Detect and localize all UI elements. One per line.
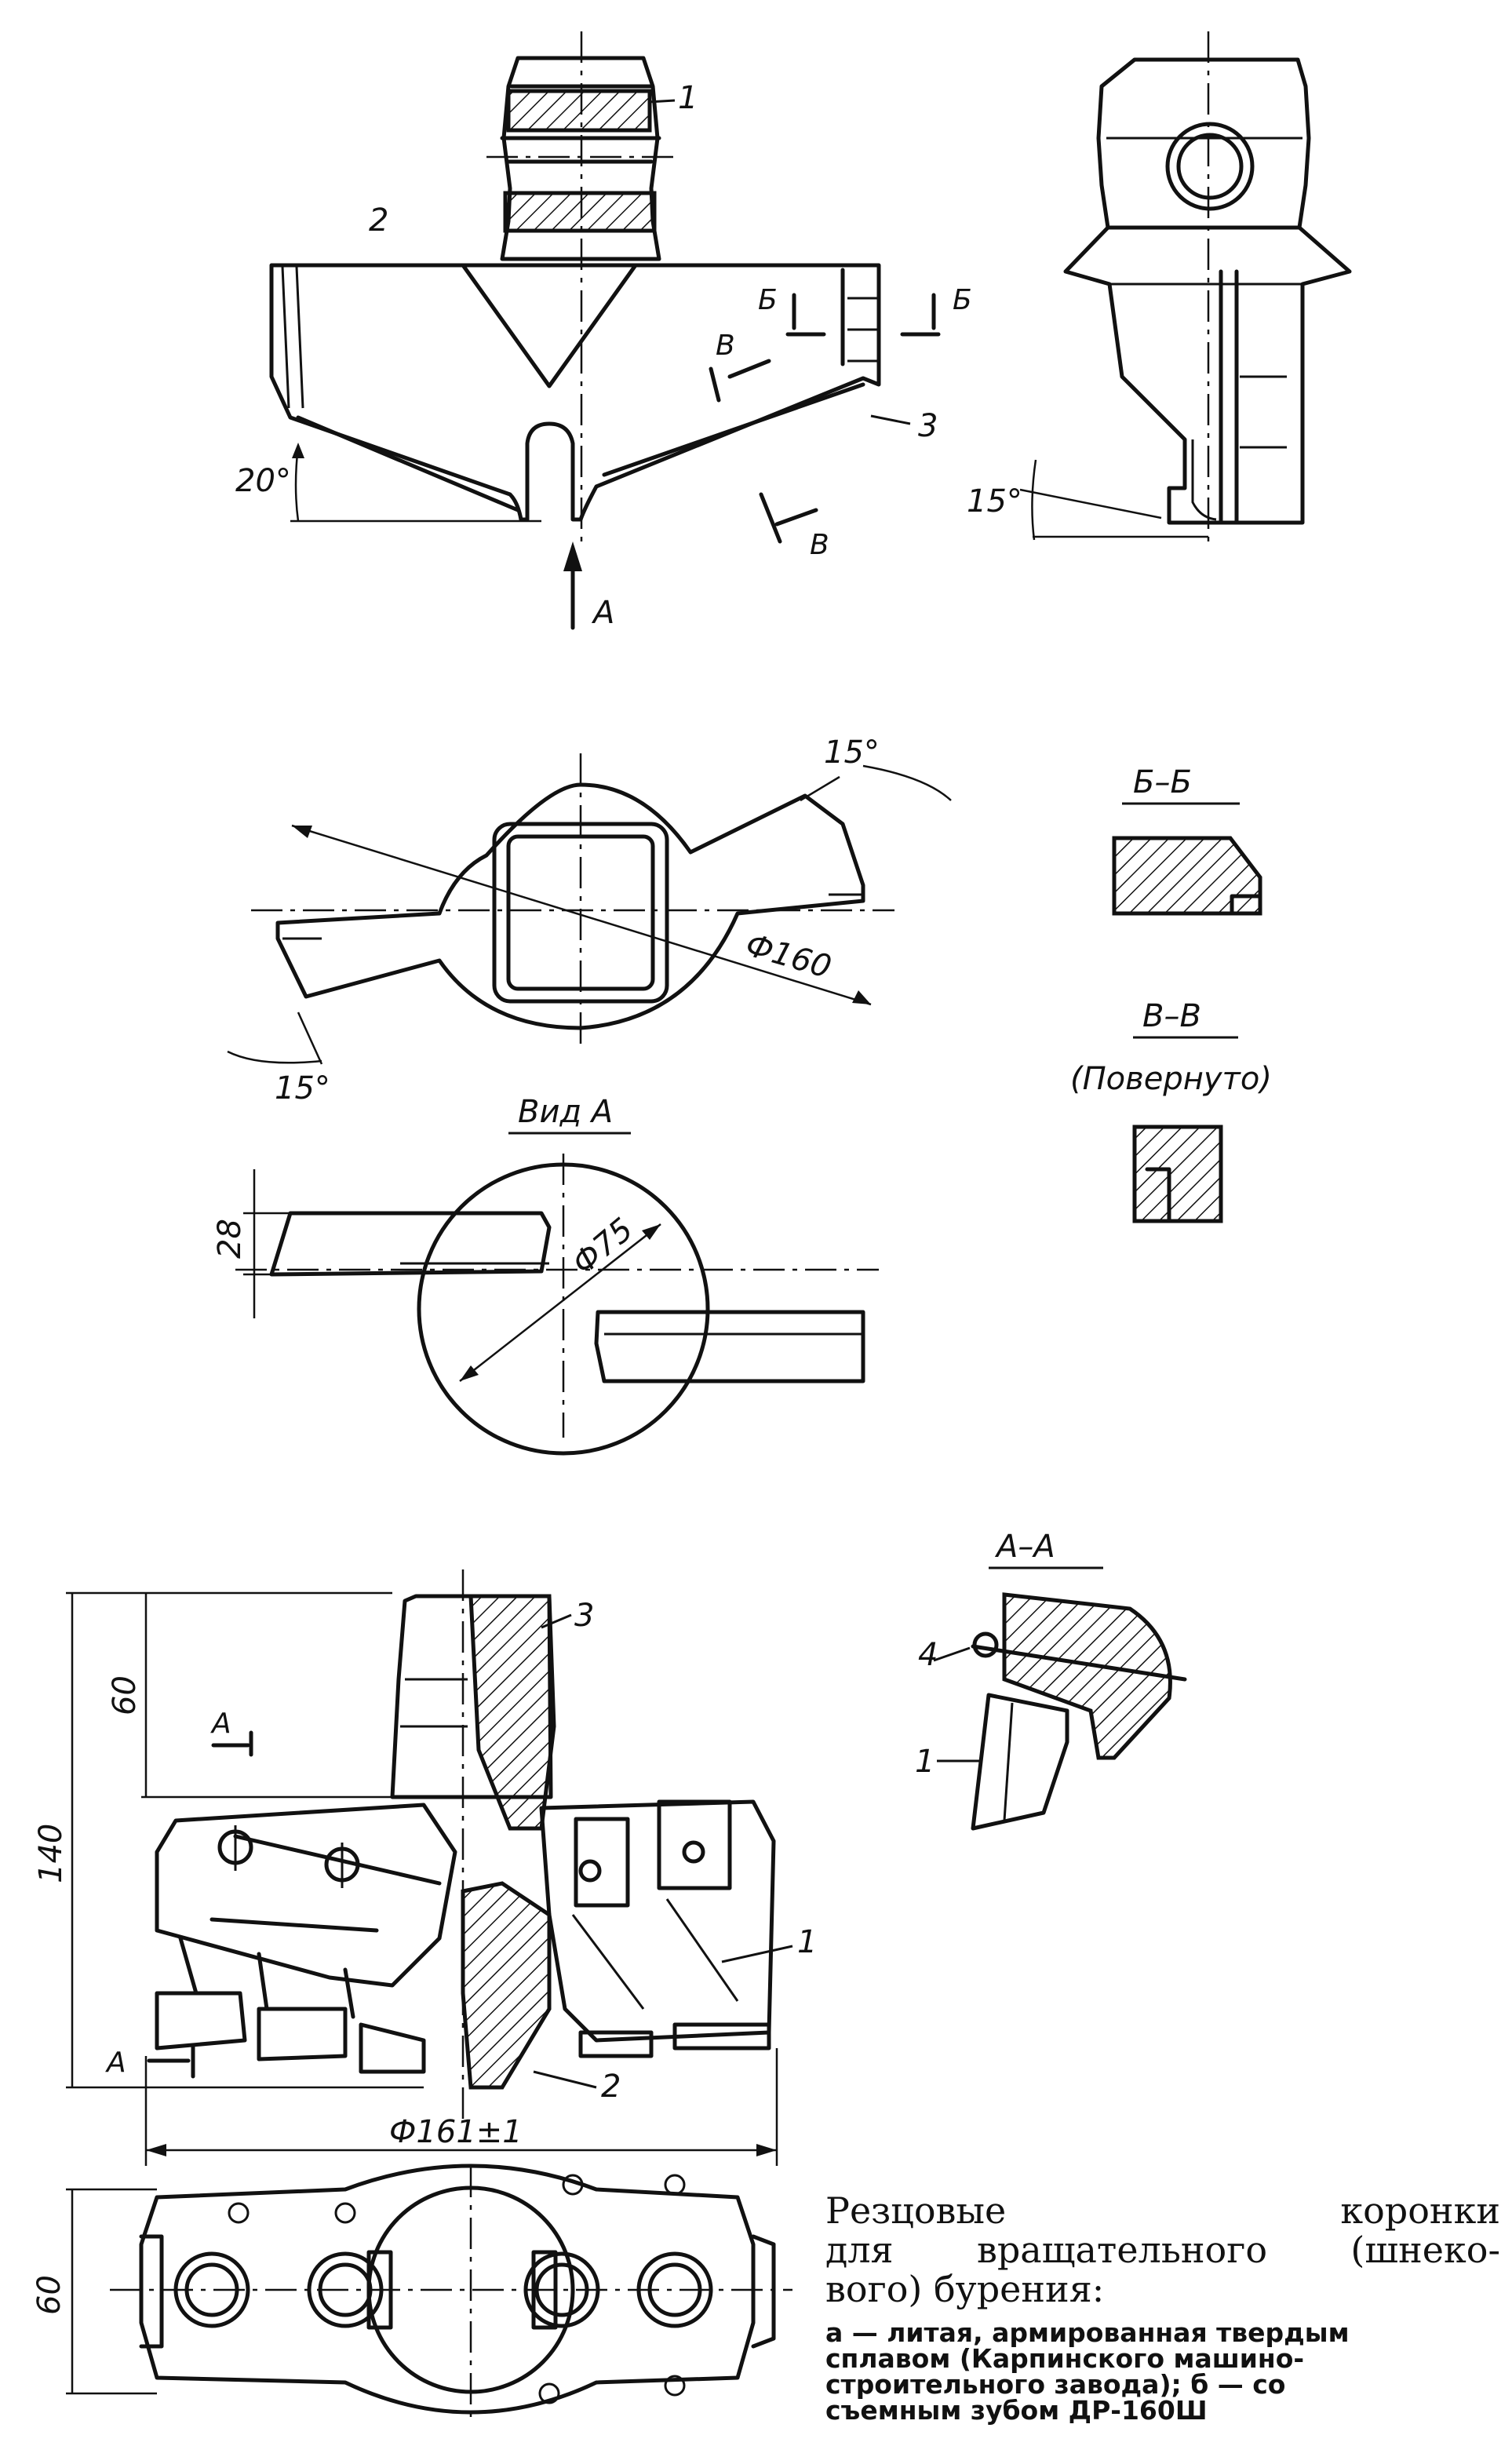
- figure-b-section-a-bottom: А: [105, 2047, 126, 2079]
- figure-b-callout-3: 3: [574, 1598, 594, 1634]
- side-view-drawing: [1019, 31, 1352, 549]
- front-view-drawing: [269, 31, 941, 630]
- view-a-dim-28-label: 28: [212, 1219, 248, 1259]
- callout-2: 2: [369, 202, 388, 239]
- section-vv-subtitle: (Повернуто): [1070, 1061, 1272, 1097]
- view-a-drawing: Вид А: [235, 1094, 879, 1456]
- caption-body-line-3: строительного завода); б — со: [825, 2369, 1286, 2400]
- figure-b-section-a-top: А: [210, 1708, 231, 1740]
- side-angle-15-label: 15°: [967, 483, 1022, 519]
- section-v-top-label: В: [716, 330, 735, 362]
- plan-angle-bottom-label: 15°: [275, 1070, 330, 1106]
- section-aa: А–А: [933, 1529, 1187, 1831]
- plan-view-drawing: [227, 753, 952, 1065]
- view-arrow-a-label: А: [591, 595, 614, 631]
- front-view-labels: 1 2 3 20° А Б Б В В: [235, 80, 972, 631]
- figure-b-dim-140: 140: [33, 1824, 69, 1883]
- caption-body-line-2: сплавом (Карпинского машино-: [825, 2343, 1305, 2374]
- section-b-left-label: Б: [758, 284, 778, 316]
- figure-b-labels: 3 1 2 140 60 Ф161±1 А А: [33, 1598, 817, 2150]
- section-vv: В–В (Повернуто): [1070, 998, 1272, 1223]
- figure-b-drawing: [66, 1569, 793, 2166]
- caption-body-line-4: съемным зубом ДР-160Ш: [825, 2395, 1208, 2426]
- figure-b-diameter: Ф161±1: [389, 2114, 523, 2150]
- section-bb-title: Б–Б: [1133, 764, 1192, 800]
- view-a-diameter-label: Ф75: [566, 1212, 640, 1282]
- plan-view-labels: 15° 15° Ф160: [275, 735, 880, 1106]
- section-vv-title: В–В: [1142, 998, 1201, 1034]
- caption-title-line-1: Резцовые коронки: [825, 2189, 1500, 2232]
- figure-b-callout-1: 1: [797, 1924, 817, 1960]
- plan-diameter-label: Ф160: [741, 927, 835, 986]
- section-bb: Б–Б: [1112, 764, 1262, 916]
- caption-title-line-2: для вращательного (шнеко-: [825, 2229, 1500, 2271]
- figure-b-dim-60: 60: [107, 1675, 143, 1715]
- section-aa-labels: 4 1: [915, 1637, 938, 1780]
- figure-b-callout-2: 2: [601, 2069, 621, 2105]
- callout-3: 3: [918, 408, 938, 444]
- figure-caption: Резцовые коронки для вращательного (шнек…: [825, 2191, 1500, 2423]
- view-a-title: Вид А: [518, 1094, 613, 1130]
- section-b-right-label: Б: [953, 284, 972, 316]
- section-aa-callout-1: 1: [915, 1744, 935, 1780]
- angle-20-label: 20°: [235, 463, 291, 499]
- figure-b-plan-dim-60: 60: [31, 2275, 67, 2315]
- caption-body-line-1: а — литая, армированная твердым: [825, 2317, 1350, 2348]
- callout-1: 1: [678, 80, 698, 116]
- section-aa-callout-4: 4: [918, 1637, 938, 1673]
- section-aa-title: А–А: [994, 1529, 1055, 1565]
- figure-b-plan-drawing: [66, 2164, 792, 2425]
- caption-title-line-3: вого) бурения:: [825, 2268, 1105, 2310]
- section-v-bottom-label: В: [810, 529, 829, 561]
- plan-angle-top-label: 15°: [824, 735, 880, 771]
